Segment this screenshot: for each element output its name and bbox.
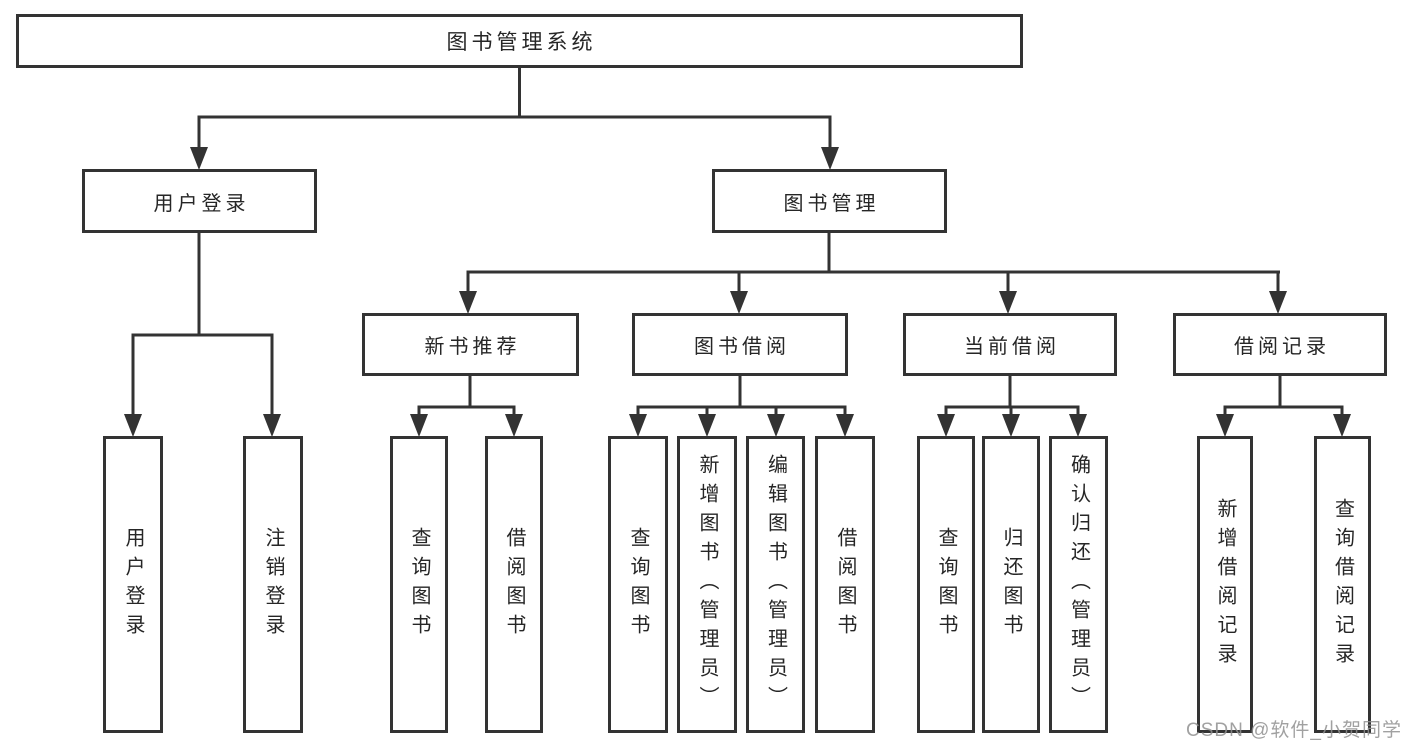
leaf-borrow-books-recommend: 借阅图书 [485,436,543,733]
arrowhead [124,147,1351,437]
leaf-query-books-current: 查询图书 [917,436,975,733]
leaf-add-books-admin: 新增图书（管理员） [677,436,737,733]
node-borrow-records: 借阅记录 [1173,313,1387,376]
node-label: 新增借阅记录 [1214,497,1236,672]
leaf-return-books: 归还图书 [982,436,1040,733]
leaf-query-borrow-record: 查询借阅记录 [1314,436,1371,733]
node-label: 借阅图书 [834,526,856,643]
node-label: 图书借阅 [694,336,790,358]
node-label: 图书管理系统 [446,31,597,54]
node-label: 归还图书 [1000,526,1022,643]
node-label: 图书管理 [783,192,880,215]
node-label: 借阅记录 [1234,336,1330,358]
leaf-user-login: 用户登录 [103,436,163,733]
node-label: 查询图书 [627,526,649,643]
node-label: 用户登录 [122,526,144,643]
node-label: 当前借阅 [964,336,1060,358]
node-label: 注销登录 [262,526,284,643]
leaf-edit-books-admin: 编辑图书（管理员） [746,436,805,733]
leaf-logout: 注销登录 [243,436,303,733]
node-label: 编辑图书（管理员） [764,454,787,715]
node-label: 查询图书 [408,526,430,643]
node-current-borrow: 当前借阅 [903,313,1117,376]
node-root-book-management-system: 图书管理系统 [16,14,1023,68]
leaf-query-books-recommend: 查询图书 [390,436,448,733]
node-label: 用户登录 [153,192,250,215]
node-label: 查询借阅记录 [1331,497,1354,672]
node-label: 借阅图书 [503,526,525,643]
node-label: 查询图书 [935,526,957,643]
node-label: 确认归还（管理员） [1067,454,1090,715]
leaf-add-borrow-record: 新增借阅记录 [1197,436,1253,733]
csdn-watermark: CSDN @软件_小贺同学 [1186,720,1402,741]
leaf-confirm-return-admin: 确认归还（管理员） [1049,436,1108,733]
node-label: 新增图书（管理员） [696,454,718,715]
node-book-management: 图书管理 [712,169,947,233]
node-new-book-recommend: 新书推荐 [362,313,579,376]
node-label: 新书推荐 [424,336,521,358]
leaf-borrow-books: 借阅图书 [815,436,875,733]
node-user-login: 用户登录 [82,169,317,233]
node-book-borrow: 图书借阅 [632,313,848,376]
leaf-query-books-borrow: 查询图书 [608,436,668,733]
